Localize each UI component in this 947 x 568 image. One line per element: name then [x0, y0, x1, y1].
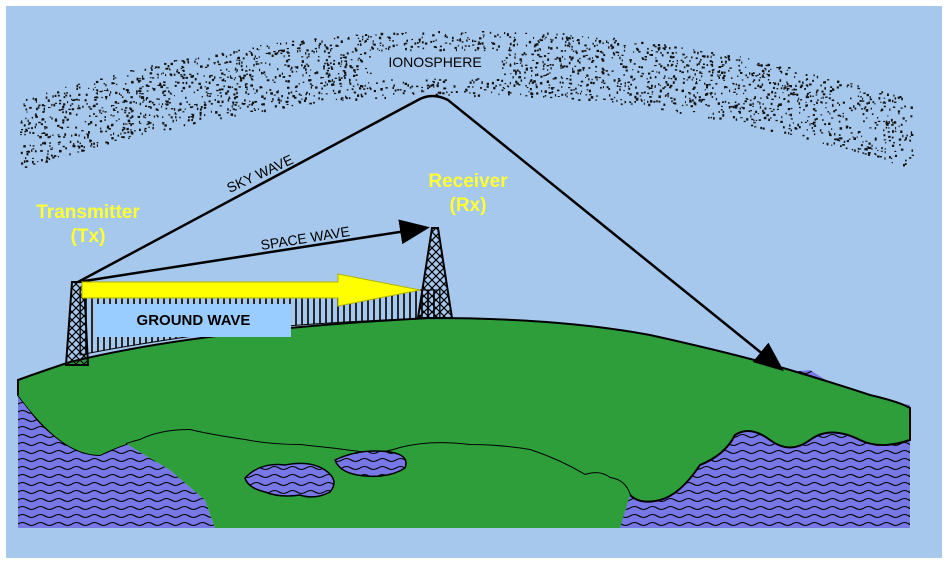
ionosphere-band	[20, 31, 914, 168]
receiver-tower	[416, 227, 454, 319]
transmitter-name: Transmitter	[36, 202, 140, 223]
receiver-name: Receiver	[428, 171, 508, 192]
sky-wave-line	[77, 94, 784, 372]
ground-wave-arrow	[81, 273, 421, 307]
ionosphere-label: IONOSPHERE	[388, 54, 481, 70]
space-wave-line	[77, 219, 430, 284]
landmass-bottom	[18, 395, 630, 528]
ground-wave-label: GROUND WAVE	[96, 304, 291, 337]
lake-2-waves	[335, 451, 406, 477]
receiver-label: Receiver (Rx)	[408, 170, 528, 218]
transmitter-label: Transmitter (Tx)	[28, 201, 148, 249]
transmitter-abbrev: (Tx)	[70, 226, 106, 247]
lake-1-waves	[245, 463, 334, 497]
receiver-abbrev: (Rx)	[449, 195, 487, 216]
